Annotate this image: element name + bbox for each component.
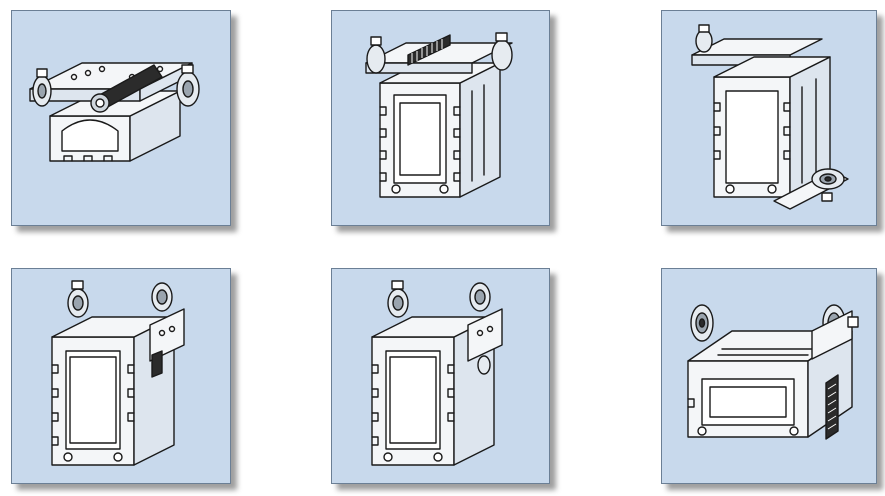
figure-panel-6 <box>661 268 877 484</box>
figure-panel-2 <box>331 10 550 226</box>
wide-profile-illustration <box>687 304 859 440</box>
figure-panel-3 <box>661 10 877 226</box>
figure-panel-1 <box>11 10 231 226</box>
wheel-carriage-illustration <box>51 280 185 466</box>
figure-panel-4 <box>11 268 231 484</box>
figure-panel-5 <box>331 268 550 484</box>
wheel-carriage-variant-illustration <box>371 280 503 466</box>
shaft-carriage-illustration <box>29 62 200 162</box>
side-wheel-illustration <box>691 24 849 210</box>
rack-carriage-illustration <box>365 32 513 198</box>
